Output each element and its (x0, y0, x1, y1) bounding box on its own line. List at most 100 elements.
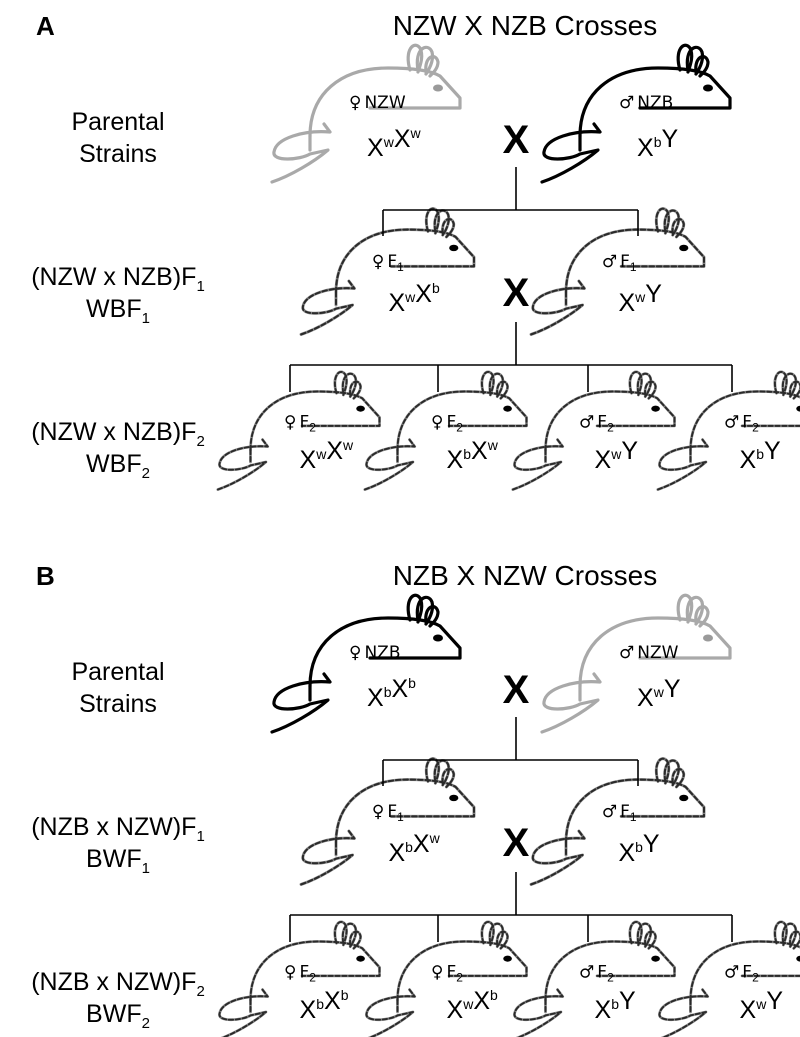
chromosome: X (740, 996, 757, 1024)
row-label-text: WBF (86, 450, 142, 478)
genotype: XwY (637, 675, 681, 712)
chromosome: Y (661, 125, 678, 153)
row-label-text: (NZB x NZW)F (31, 968, 196, 996)
sex-symbol: ♂ (724, 412, 739, 432)
row-label-sub: 2 (142, 1015, 150, 1032)
strain-label: NZW (364, 93, 405, 113)
chromosome: X (637, 684, 654, 712)
chromosome: X (367, 134, 384, 162)
row-label-line1: (NZW x NZB)F1 (31, 263, 205, 295)
chromosome: X (618, 289, 635, 317)
allele: b (432, 280, 440, 296)
strain-label: F (299, 962, 309, 982)
chromosome: X (618, 839, 635, 867)
row-label-line2: BWF2 (86, 1000, 150, 1032)
genotype: XwXw (367, 125, 422, 162)
allele: b (463, 446, 471, 462)
strain-tag: ♀F2 (431, 962, 463, 984)
genotype: XbY (595, 987, 636, 1024)
strain-tag: ♂F2 (724, 412, 759, 434)
sex-symbol: ♀ (349, 643, 361, 663)
strain-tag: ♂F1 (602, 802, 637, 824)
row-label-text: WBF (86, 295, 142, 323)
allele: w (342, 437, 354, 453)
row-label-line1: (NZW x NZB)F2 (31, 418, 205, 450)
strain-tag: ♀F2 (284, 962, 316, 984)
chromosome: X (324, 987, 341, 1015)
cross-symbol: X (503, 118, 530, 162)
genotype: XbXw (447, 437, 499, 474)
allele: w (610, 446, 622, 462)
strain-label: F (620, 802, 630, 822)
mouse-icon (656, 370, 800, 491)
strain-label-sub: 1 (397, 810, 404, 824)
mouse-icon (365, 920, 528, 1037)
genotype: XbY (618, 830, 659, 867)
strain-label-sub: 2 (309, 420, 316, 434)
row-label-line1: Parental (71, 658, 164, 686)
chromosome: X (447, 996, 464, 1024)
allele: b (654, 134, 662, 150)
cross-symbol: X (503, 271, 530, 315)
allele: b (611, 996, 619, 1012)
strain-label-sub: 1 (630, 260, 637, 274)
strain-label-sub: 2 (456, 970, 463, 984)
row-label-text: (NZW x NZB)F (31, 263, 196, 291)
row-label-line2: WBF1 (86, 295, 150, 327)
strain-tag: ♂NZW (619, 643, 679, 663)
genotype: XbXw (388, 830, 440, 867)
strain-tag: ♀F2 (431, 412, 463, 434)
mouse-icon (299, 757, 476, 886)
chromosome: X (740, 446, 757, 474)
genotype: XbXb (367, 675, 416, 712)
sex-symbol: ♂ (602, 252, 617, 272)
strain-label-sub: 2 (456, 420, 463, 434)
allele: w (315, 446, 327, 462)
allele: b (316, 996, 324, 1012)
allele: b (756, 446, 764, 462)
genotype: XbXb (300, 987, 349, 1024)
strain-label-sub: 2 (607, 970, 614, 984)
row-label-sub: 1 (142, 860, 150, 877)
allele: w (429, 830, 441, 846)
sex-symbol: ♂ (619, 93, 634, 113)
strain-label: F (446, 962, 456, 982)
sex-symbol: ♂ (579, 962, 594, 982)
strain-label-sub: 1 (397, 260, 404, 274)
sex-symbol: ♀ (431, 412, 443, 432)
chromosome: X (388, 289, 405, 317)
strain-label: F (387, 802, 397, 822)
row-label-sub: 1 (196, 828, 204, 845)
mouse-icon (218, 920, 381, 1037)
genotype: XwXw (300, 437, 355, 474)
strain-label: F (387, 252, 397, 272)
row-label-text: Strains (79, 690, 157, 718)
row-label-text: (NZB x NZW)F (31, 813, 196, 841)
strain-label: NZB (637, 93, 673, 113)
sex-symbol: ♂ (579, 412, 594, 432)
strain-label: F (742, 412, 752, 432)
genotype: XbY (637, 125, 678, 162)
mouse-icon (363, 370, 528, 491)
chromosome: X (388, 839, 405, 867)
sex-symbol: ♂ (602, 802, 617, 822)
chromosome: X (367, 684, 384, 712)
allele: b (405, 839, 413, 855)
sex-symbol: ♂ (619, 643, 634, 663)
genotype: XwY (740, 987, 784, 1024)
sex-symbol: ♀ (372, 802, 384, 822)
row-label-line1: (NZB x NZW)F1 (31, 813, 205, 845)
strain-tag: ♂F2 (724, 962, 759, 984)
strain-label: F (597, 412, 607, 432)
cross-symbol: X (503, 668, 530, 712)
row-label-line2: Strains (79, 690, 157, 718)
chromosome: X (637, 134, 654, 162)
